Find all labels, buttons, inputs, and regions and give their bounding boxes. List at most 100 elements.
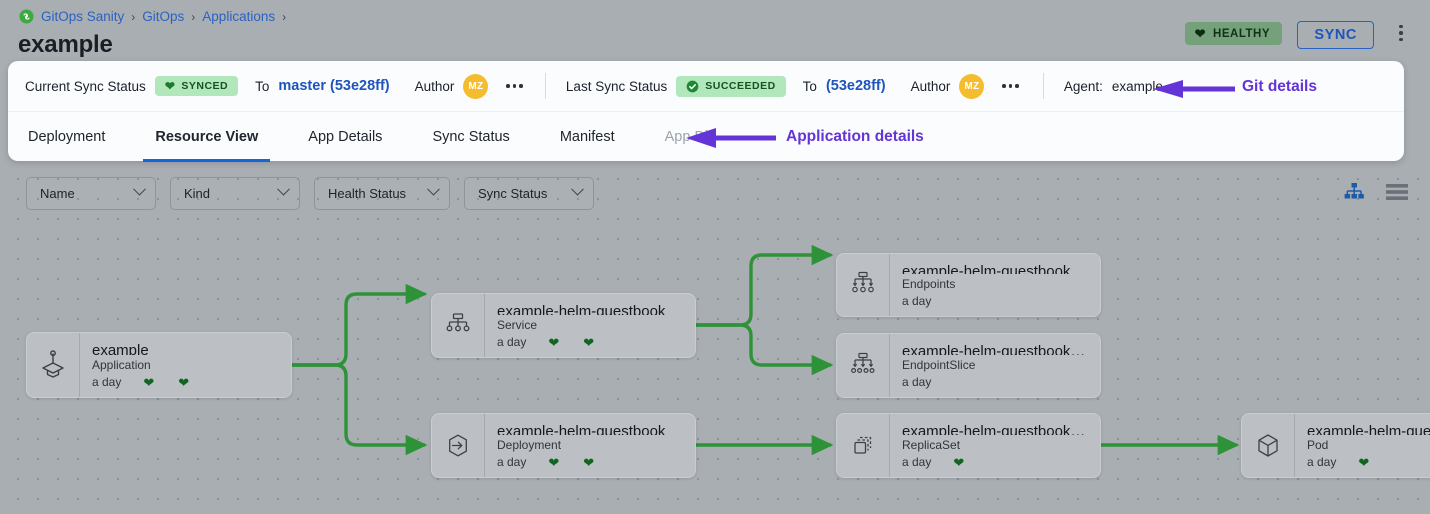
chevron-down-icon xyxy=(571,182,584,196)
health-status-badge[interactable]: ❤ HEALTHY xyxy=(1184,22,1282,45)
node-kind: Endpoints xyxy=(902,276,956,291)
pod-icon xyxy=(1242,414,1294,477)
page-title: example xyxy=(18,31,113,58)
last-sync-status-value: SUCCEEDED xyxy=(705,80,776,92)
node-meta: a day ❤ ❤ xyxy=(497,335,685,349)
endpoints-icon xyxy=(837,254,889,316)
current-sync-more-icon[interactable] xyxy=(506,84,523,88)
breadcrumb-item-gitops[interactable]: GitOps xyxy=(142,9,185,24)
last-sync-revision[interactable]: (53e28ff) xyxy=(825,78,886,94)
current-sync-revision[interactable]: master (53e28ff) xyxy=(278,78,390,94)
filter-label: Kind xyxy=(184,186,211,201)
tab-resource-view[interactable]: Resource View xyxy=(143,112,271,162)
node-title: example-helm-guestbook xyxy=(902,263,1071,274)
node-age: a day xyxy=(902,375,932,389)
filter-label: Name xyxy=(40,186,75,201)
kebab-menu-icon[interactable] xyxy=(1392,22,1410,44)
chevron-down-icon xyxy=(427,182,440,196)
chevron-down-icon xyxy=(277,182,290,196)
graph-node-service[interactable]: example-helm-guestbook Service a day ❤ ❤ xyxy=(431,293,696,358)
agent-value: example xyxy=(1111,78,1163,94)
node-body: example-helm-guestbook Endpoints a day xyxy=(889,254,1100,316)
filter-sync-status[interactable]: Sync Status xyxy=(464,177,594,210)
node-kind: ReplicaSet xyxy=(902,437,961,452)
node-kind: Service xyxy=(497,317,538,332)
application-tabs: Deployment Resource View App Details Syn… xyxy=(8,111,1404,162)
node-title: example-helm-guestbook-ct... xyxy=(902,343,1090,355)
filter-name[interactable]: Name xyxy=(26,177,156,210)
node-body: example-helm-guestbook-74... ReplicaSet … xyxy=(889,414,1100,477)
tree-view-icon[interactable] xyxy=(1344,183,1364,206)
filter-health-status[interactable]: Health Status xyxy=(314,177,450,210)
health-heart-icon: ❤ xyxy=(548,454,560,470)
tab-sync-status[interactable]: Sync Status xyxy=(420,112,521,162)
node-title: example-helm-guestbook xyxy=(497,303,666,315)
node-kind: Deployment xyxy=(497,437,562,452)
tab-label: App Details xyxy=(308,128,383,145)
view-mode-toggles xyxy=(1344,183,1408,206)
application-details-annotation-label: Application details xyxy=(786,128,924,145)
check-circle-icon xyxy=(686,80,699,93)
heart-icon: ❤ xyxy=(1194,26,1207,41)
filter-kind[interactable]: Kind xyxy=(170,177,300,210)
node-title: example-helm-guestbook-74... xyxy=(902,423,1090,435)
tab-deployment[interactable]: Deployment xyxy=(16,112,117,162)
node-age: a day xyxy=(497,455,527,469)
gitops-logo-icon xyxy=(19,9,34,24)
node-age: a day xyxy=(902,294,932,308)
application-details-annotation-arrow xyxy=(686,128,776,153)
graph-node-pod[interactable]: example-helm-guest Pod a day ❤ xyxy=(1241,413,1430,478)
node-body: example Application a day ❤ ❤ xyxy=(79,333,291,397)
node-kind: Application xyxy=(92,357,151,372)
current-sync-to-label: To xyxy=(255,78,270,94)
graph-node-application[interactable]: example Application a day ❤ ❤ xyxy=(26,332,292,398)
node-meta: a day xyxy=(902,294,1090,308)
last-author-label: Author xyxy=(910,78,951,94)
service-icon xyxy=(432,294,484,357)
node-meta: a day ❤ xyxy=(1307,455,1430,469)
divider xyxy=(1042,73,1044,99)
git-details-annotation-arrow xyxy=(1153,79,1235,104)
health-heart-icon: ❤ xyxy=(548,334,560,350)
sync-status-bar: Current Sync Status ❤ SYNCED To master (… xyxy=(8,61,1404,111)
breadcrumb-item-gitops-sanity[interactable]: GitOps Sanity xyxy=(41,9,125,24)
node-meta: a day ❤ ❤ xyxy=(92,375,281,389)
application-summary-panel: Current Sync Status ❤ SYNCED To master (… xyxy=(8,61,1404,162)
agent-label: Agent: xyxy=(1063,78,1103,94)
node-age: a day xyxy=(902,455,932,469)
graph-node-deployment[interactable]: example-helm-guestbook Deployment a day … xyxy=(431,413,696,478)
current-author-label: Author xyxy=(414,78,455,94)
current-sync-status-badge[interactable]: ❤ SYNCED xyxy=(154,76,239,96)
avatar[interactable]: MZ xyxy=(463,73,489,99)
current-sync-status-group: Current Sync Status ❤ SYNCED To master (… xyxy=(25,73,523,99)
deployment-icon xyxy=(432,414,484,477)
page-header: GitOps Sanity › GitOps › Applications › … xyxy=(0,0,1430,62)
last-sync-to-label: To xyxy=(802,78,817,94)
node-age: a day xyxy=(1307,455,1337,469)
health-heart-icon: ❤ xyxy=(1358,454,1370,470)
tab-manifest[interactable]: Manifest xyxy=(548,112,627,162)
health-heart-icon: ❤ xyxy=(143,374,155,390)
list-view-icon[interactable] xyxy=(1386,183,1408,206)
git-details-annotation-label: Git details xyxy=(1242,78,1317,95)
node-body: example-helm-guestbook Deployment a day … xyxy=(484,414,695,477)
last-sync-status-group: Last Sync Status SUCCEEDED To (53e28ff) … xyxy=(566,73,1019,99)
replicaset-icon xyxy=(837,414,889,477)
node-age: a day xyxy=(92,375,122,389)
divider xyxy=(544,73,546,99)
sync-button[interactable]: SYNC xyxy=(1297,21,1374,49)
avatar[interactable]: MZ xyxy=(959,73,985,99)
last-sync-status-badge[interactable]: SUCCEEDED xyxy=(676,75,786,97)
tab-app-details[interactable]: App Details xyxy=(296,112,394,162)
node-meta: a day ❤ ❤ xyxy=(497,455,685,469)
application-icon xyxy=(27,333,79,397)
graph-node-replicaset[interactable]: example-helm-guestbook-74... ReplicaSet … xyxy=(836,413,1101,478)
graph-node-endpoints[interactable]: example-helm-guestbook Endpoints a day xyxy=(836,253,1101,317)
breadcrumb-separator: › xyxy=(282,9,287,24)
breadcrumb-item-applications[interactable]: Applications xyxy=(202,9,276,24)
graph-node-endpointslice[interactable]: example-helm-guestbook-ct... EndpointSli… xyxy=(836,333,1101,398)
current-sync-status-value: SYNCED xyxy=(181,80,229,92)
node-kind: Pod xyxy=(1307,437,1329,452)
last-sync-more-icon[interactable] xyxy=(1002,84,1019,88)
